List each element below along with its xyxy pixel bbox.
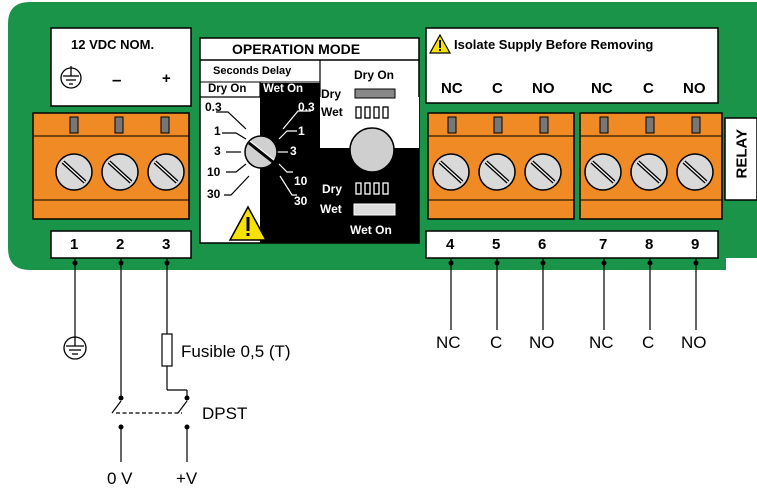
terminal-screw-icon[interactable] — [524, 153, 562, 191]
relay-side-box — [724, 117, 757, 201]
dry-on-indicator-bar — [354, 88, 396, 99]
relay-contact-bottom: C — [642, 333, 655, 352]
wet-pulse-indicator-top — [355, 106, 389, 119]
voltage-label: 12 VDC NOM. — [71, 37, 155, 52]
zero-volt-label: 0 V — [107, 469, 133, 488]
wet-label-bottom: Wet — [320, 202, 342, 216]
dry-pulse-indicator-bottom — [355, 182, 389, 195]
right-scale-value: 30 — [294, 194, 308, 208]
relay-contact-bottom: NC — [589, 333, 614, 352]
wiring-lines — [74, 258, 697, 462]
relay-contact-top: NO — [532, 80, 555, 97]
terminal-screw-icon[interactable] — [478, 153, 516, 191]
terminal-screw-icon[interactable] — [676, 153, 714, 191]
right-scale-value: 1 — [298, 124, 305, 138]
power-header-box — [50, 27, 192, 107]
right-scale-value: 3 — [290, 144, 297, 158]
left-scale-value: 10 — [207, 165, 221, 179]
isolate-warning-text: Isolate Supply Before Removing — [454, 37, 654, 52]
wet-on-corner-label: Wet On — [350, 223, 392, 237]
terminal-number: 8 — [645, 236, 654, 253]
delay-rotary-dial[interactable] — [244, 135, 278, 169]
status-led — [349, 127, 395, 173]
terminal-screw-icon[interactable] — [101, 153, 139, 191]
warning-triangle-icon — [428, 33, 452, 54]
left-scale-value: 3 — [214, 144, 221, 158]
earth-symbol-header-icon — [60, 66, 82, 89]
left-scale-value: 30 — [207, 187, 221, 201]
relay-contact-bottom: NO — [681, 333, 707, 352]
relay-contact-top: NO — [683, 80, 706, 97]
terminal-screw-icon[interactable] — [55, 153, 93, 191]
terminal-screw-icon[interactable] — [147, 153, 185, 191]
terminal-number: 4 — [446, 236, 455, 253]
terminal-screw-icon[interactable] — [584, 153, 622, 191]
caution-triangle-icon — [228, 205, 268, 241]
dpst-label: DPST — [202, 404, 248, 423]
power-number-box — [50, 230, 192, 259]
relay-side-label: RELAY — [733, 129, 751, 179]
relay-contact-bottom: C — [490, 333, 503, 352]
earth-ground-icon — [63, 336, 87, 360]
fuse-label: Fusible 0,5 (T) — [181, 342, 291, 361]
dry-label-bottom: Dry — [322, 182, 343, 196]
dry-label-top: Dry — [321, 87, 342, 101]
terminal-screw-icon[interactable] — [432, 153, 470, 191]
fuse-symbol-icon — [161, 333, 173, 367]
seconds-delay-label: Seconds Delay — [213, 65, 292, 77]
dry-on-tab: Dry On — [208, 83, 247, 95]
relay-contact-top: C — [643, 80, 654, 97]
relay-contact-top: NC — [591, 80, 613, 97]
left-scale-value: 0.3 — [205, 100, 222, 114]
right-scale-value: 10 — [294, 174, 308, 188]
minus-label: – — [112, 70, 122, 89]
terminal-screw-icon[interactable] — [630, 153, 668, 191]
plus-volt-label: +V — [176, 469, 198, 488]
terminal-number: 9 — [691, 236, 700, 253]
terminal-dots — [72, 260, 699, 430]
relay-header-box — [425, 27, 719, 104]
terminal-number: 7 — [599, 236, 608, 253]
wet-on-tab-bg — [260, 83, 320, 97]
dial-scale-left — [216, 111, 250, 196]
wet-label-top: Wet — [321, 105, 343, 119]
terminal-number: 1 — [70, 236, 79, 253]
relay-contact-bottom: NO — [529, 333, 555, 352]
terminal-number: 3 — [162, 236, 171, 253]
terminal-number: 5 — [492, 236, 501, 253]
terminal-number: 2 — [116, 236, 125, 253]
relay-contact-top: C — [492, 80, 503, 97]
wet-on-tab: Wet On — [263, 83, 304, 95]
left-scale-value: 1 — [214, 124, 221, 138]
right-scale-value: 0.3 — [298, 100, 315, 114]
dry-on-corner-label: Dry On — [354, 68, 395, 82]
terminal-number: 6 — [538, 236, 547, 253]
relay-contact-bottom: NC — [436, 333, 461, 352]
operation-mode-title: OPERATION MODE — [232, 41, 361, 57]
terminal-screws — [55, 153, 714, 191]
plus-label: + — [162, 70, 171, 87]
wet-on-indicator-bar — [353, 203, 396, 216]
relay-number-box — [425, 230, 719, 259]
relay-contact-top: NC — [441, 80, 463, 97]
